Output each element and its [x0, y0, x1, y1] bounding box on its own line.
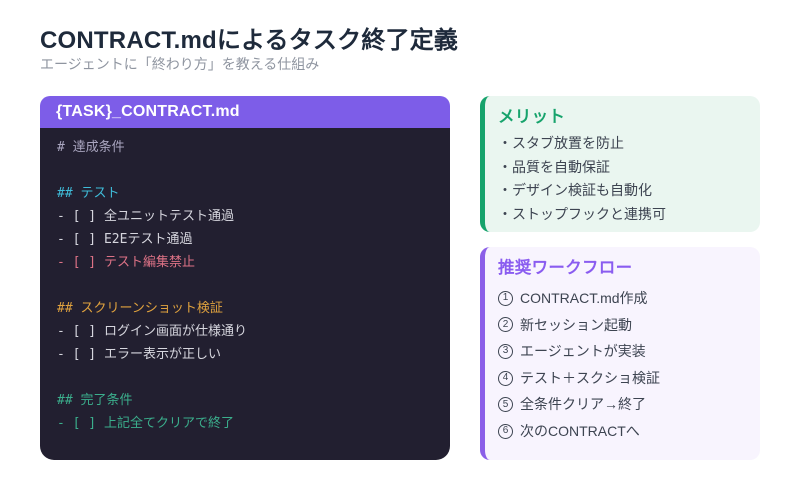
merits-list: ・スタブ放置を防止・品質を自動保証・デザイン検証も自動化・ストップフックと連携可 — [498, 132, 746, 227]
step-label: 全条件クリア→終了 — [520, 396, 646, 413]
code-line: ## テスト — [57, 186, 120, 201]
contract-file-panel: {TASK}_CONTRACT.md # 達成条件 ## テスト - [ ] 全ユ… — [40, 96, 450, 460]
step-number-icon: 2 — [498, 317, 513, 333]
code-line: - [ ] エラー表示が正しい — [57, 347, 221, 362]
workflow-step: 1 CONTRACT.md作成 — [498, 285, 746, 312]
step-number-icon: 4 — [498, 370, 513, 386]
code-blank-line — [57, 366, 438, 389]
workflow-step: 3 エージェントが実装 — [498, 338, 746, 365]
step-label: 新セッション起動 — [520, 316, 632, 333]
merits-title: メリット — [498, 108, 566, 126]
code-line: - [ ] テスト編集禁止 — [57, 255, 195, 270]
code-line: ## スクリーンショット検証 — [57, 301, 223, 316]
code-line: ## 完了条件 — [57, 393, 133, 408]
workflow-step: 2 新セッション起動 — [498, 312, 746, 339]
code-line: - [ ] 全ユニットテスト通過 — [57, 209, 234, 224]
step-label: エージェントが実装 — [520, 343, 646, 360]
page-title: CONTRACT.mdによるタスク終了定義 — [40, 27, 459, 54]
code-line: # 達成条件 — [57, 140, 125, 155]
step-label: テスト＋スクショ検証 — [520, 369, 660, 386]
merit-item: ・デザイン検証も自動化 — [498, 182, 652, 199]
workflow-step: 5 全条件クリア→終了 — [498, 391, 746, 418]
step-number-icon: 6 — [498, 423, 513, 439]
contract-filename: {TASK}_CONTRACT.md — [56, 103, 240, 120]
code-line: - [ ] ログイン画面が仕様通り — [57, 324, 247, 339]
workflow-step: 4 テスト＋スクショ検証 — [498, 365, 746, 392]
workflow-list: 1 CONTRACT.md作成 2 新セッション起動 3 エージェントが実装 4 テスト＋スク… — [498, 285, 746, 445]
code-line: - [ ] E2Eテスト通過 — [57, 232, 193, 247]
step-number-icon: 3 — [498, 343, 513, 359]
step-number-icon: 1 — [498, 290, 513, 306]
merit-item: ・ストップフックと連携可 — [498, 206, 666, 223]
code-line: - [ ] 上記全てクリアで終了 — [57, 416, 234, 431]
contract-file-content: # 達成条件 ## テスト - [ ] 全ユニットテスト通過 - [ ] E2Eテス… — [40, 128, 450, 460]
code-blank-line — [57, 159, 438, 182]
merits-card: メリット ・スタブ放置を防止・品質を自動保証・デザイン検証も自動化・ストップフッ… — [480, 96, 760, 232]
step-label: 次のCONTRACTへ — [520, 422, 640, 439]
workflow-card: 推奨ワークフロー 1 CONTRACT.md作成 2 新セッション起動 3 エージェントが… — [480, 247, 760, 460]
page-subtitle: エージェントに「終わり方」を教える仕組み — [40, 56, 320, 72]
step-number-icon: 5 — [498, 397, 513, 413]
workflow-step: 6 次のCONTRACTへ — [498, 418, 746, 445]
merit-item: ・品質を自動保証 — [498, 158, 610, 175]
step-label: CONTRACT.md作成 — [520, 290, 648, 306]
merit-item: ・スタブ放置を防止 — [498, 135, 624, 151]
code-blank-line — [57, 274, 438, 297]
contract-filename-bar: {TASK}_CONTRACT.md — [40, 96, 450, 128]
workflow-title: 推奨ワークフロー — [498, 259, 633, 277]
